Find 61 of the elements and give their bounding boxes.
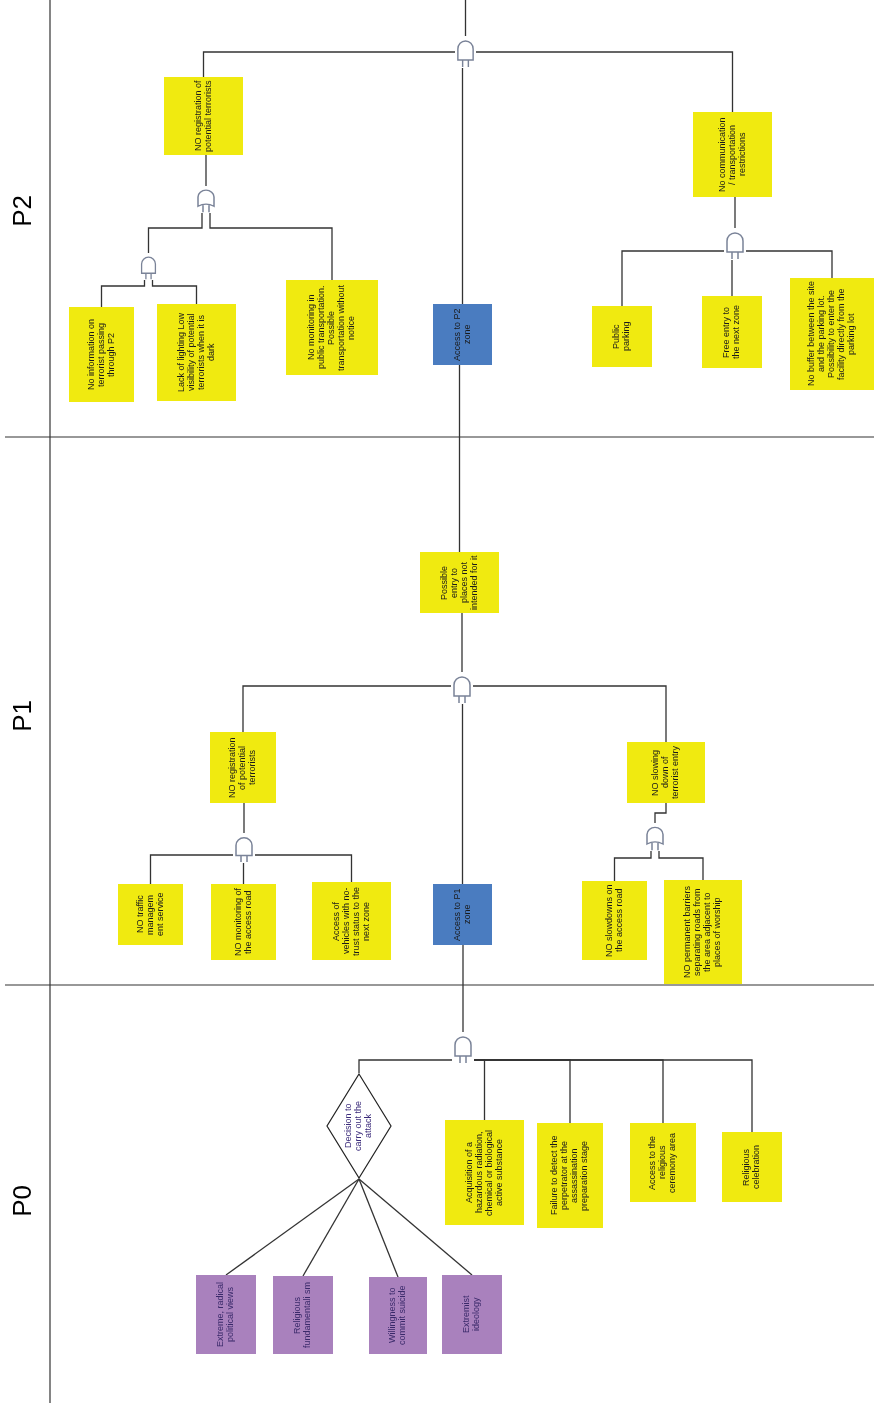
connector-line (205, 154, 207, 187)
cause-box: Extreme, radical political views (196, 1275, 256, 1354)
event-box: NO permanent barriers separating roads from the area adjacent to places of worship (664, 880, 742, 984)
zone-box: Access to P1 zone (433, 884, 492, 945)
connector-line (225, 1178, 360, 1276)
zone-label: P2 (8, 195, 37, 227)
connector-line (461, 612, 463, 673)
event-box: No information on terrorist passing through P2 (69, 307, 134, 402)
connector-line (209, 212, 333, 281)
connector-line (254, 854, 353, 883)
event-box: Failure to detect the perpetrator at the assassination preparation stage (537, 1123, 603, 1228)
connector-line (745, 250, 833, 279)
event-box: NO slowdowns on the access road (582, 881, 647, 960)
event-box: NO registration of potential terrorists (210, 732, 276, 803)
event-box: Acquisition of a hazardous radiation, chemical or biological active substance (445, 1120, 524, 1225)
connector-line (473, 1059, 753, 1133)
connector-line (242, 685, 452, 733)
connector-line (734, 196, 736, 229)
event-box: No monitoring in public transportation. Possible transportation without notice (286, 280, 378, 375)
event-box: Free entry to the next zone (702, 296, 762, 368)
connector-line (243, 802, 245, 834)
event-box: Access to the religious ceremony area (630, 1123, 696, 1202)
connector-line (462, 944, 464, 1033)
cause-box: Willingness to commit suicide (369, 1277, 427, 1354)
event-box: Lack of lighting Low visibility of potential terrorists when it is dark (157, 304, 236, 401)
cause-box: Religious fundamentali sm (273, 1276, 333, 1354)
event-box: NO slowing down of terrorist entry (627, 742, 705, 803)
connector-line (658, 850, 704, 881)
connector-line (242, 862, 245, 885)
event-box: No buffer between the site and the parking lot. Possibility to enter the facility directly from the parking lot (790, 278, 874, 390)
event-box: Public parking (592, 306, 652, 367)
connector-line (147, 212, 203, 254)
connector-line (475, 51, 734, 113)
connector-line (151, 279, 198, 305)
connector-line (621, 250, 725, 307)
decision-diamond: Decision to carry out the attack (326, 1073, 392, 1179)
connector-line (613, 850, 652, 882)
connector-line (202, 51, 456, 78)
zone-box: Access to P2 zone (433, 304, 492, 365)
event-box: No communication / transportation restrictions (693, 112, 772, 197)
connector-line (149, 854, 234, 885)
event-box: Access of vehicles with no-trust status to the next zone (312, 882, 391, 960)
connector-line (654, 802, 667, 824)
connector-line (358, 1178, 399, 1278)
connector-line (100, 279, 146, 308)
connector-line (458, 364, 461, 553)
connector-line (302, 1178, 360, 1277)
connector-line (472, 685, 667, 743)
connector-line (461, 703, 464, 885)
zone-label: P0 (8, 1185, 37, 1217)
connector-line (358, 1059, 453, 1074)
connector-line (461, 67, 464, 305)
event-box: Possible entry to places not intended for it (420, 552, 499, 613)
connector-line (464, 0, 467, 37)
connector-line (358, 1178, 473, 1276)
connector-line (731, 259, 733, 297)
event-box: Religious celebration (722, 1132, 782, 1202)
cause-box: Extremist ideology (442, 1275, 502, 1354)
event-box: NO traffic managem ent service (118, 884, 183, 945)
zone-label: P1 (8, 700, 37, 732)
event-box: NO registration of potential terrorists (164, 77, 243, 155)
